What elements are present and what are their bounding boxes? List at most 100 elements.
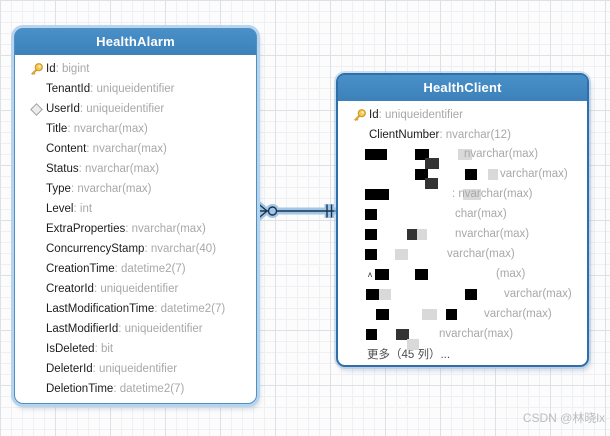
column-row-lastmodifierid: LastModifierId: uniqueidentifier	[15, 319, 256, 339]
column-row-redacted: varchar(max)	[338, 165, 587, 189]
column-name: Title	[46, 123, 68, 135]
crow-foot-many-icon	[257, 202, 269, 220]
column-type: : int	[73, 203, 93, 215]
column-name: TenantId	[46, 83, 91, 95]
column-row-lastmodificationtime: LastModificationTime: datetime2(7)	[15, 299, 256, 319]
column-type: varchar(max)	[447, 248, 515, 260]
redaction-box	[425, 178, 438, 189]
column-name: LastModifierId	[46, 323, 119, 335]
column-type: : uniqueidentifier	[92, 363, 178, 375]
connector-line	[257, 202, 336, 220]
redaction-box	[458, 149, 472, 160]
column-row-redacted: nvarchar(max)	[338, 325, 587, 350]
column-name: LastModificationTime	[46, 303, 155, 315]
more-columns-expander[interactable]: 更多（45 列）...	[367, 349, 451, 361]
column-name: CreationTime	[46, 263, 115, 275]
column-row-content: Content: nvarchar(max)	[15, 139, 256, 159]
column-row-redacted: varchar(max)	[338, 245, 587, 265]
column-type: char(max)	[455, 208, 507, 220]
column-row-status: Status: nvarchar(max)	[15, 159, 256, 179]
redaction-box	[463, 189, 481, 200]
column-type: : nvarchar(max)	[78, 163, 160, 175]
column-name: ClientNumber	[369, 129, 440, 141]
column-type: : nvarchar(max)	[125, 223, 206, 235]
redaction-box	[365, 189, 389, 200]
table-title-healthalarm[interactable]: HealthAlarm	[15, 29, 256, 55]
redaction-box	[365, 229, 377, 240]
column-type: : datetime2(7)	[113, 383, 185, 395]
column-row-creationtime: CreationTime: datetime2(7)	[15, 259, 256, 279]
redaction-box	[488, 169, 498, 180]
redaction-box	[366, 289, 379, 300]
column-name: Status	[46, 163, 79, 175]
column-type: varchar(max)	[504, 288, 572, 300]
redaction-box	[407, 339, 419, 350]
column-type: : bit	[94, 343, 114, 355]
column-row-userid: UserId: uniqueidentifier	[15, 99, 256, 119]
column-name: ExtraProperties	[46, 223, 126, 235]
redaction-box	[379, 289, 391, 300]
column-row-redacted: char(max)	[338, 205, 587, 225]
column-row-extraproperties: ExtraProperties: nvarchar(max)	[15, 219, 256, 239]
redaction-box	[365, 149, 387, 160]
column-type: varchar(max)	[500, 168, 568, 180]
column-type: : uniqueidentifier	[79, 103, 165, 115]
column-name: ConcurrencyStamp	[46, 243, 145, 255]
redaction-box	[407, 229, 417, 240]
redaction-box	[425, 158, 439, 169]
column-row-tenantid: TenantId: uniqueidentifier	[15, 79, 256, 99]
redaction-box	[366, 329, 377, 340]
column-type: : uniqueidentifier	[378, 109, 463, 121]
column-name: Level	[46, 203, 74, 215]
redaction-box	[415, 269, 428, 280]
redacted-name-fragment: ʌ	[368, 270, 372, 279]
column-row-type: Type: nvarchar(max)	[15, 179, 256, 199]
column-type: : nvarchar(40)	[144, 243, 217, 255]
column-type: : nvarchar(max)	[67, 123, 148, 135]
column-row-redacted: : nvarchar(max)	[338, 185, 587, 205]
column-type: nvarchar(max)	[455, 228, 530, 240]
column-name: Id	[369, 109, 379, 121]
column-row-redacted: nvarchar(max)	[338, 225, 587, 245]
column-name: UserId	[46, 103, 80, 115]
column-name: IsDeleted	[46, 343, 95, 355]
column-type: : nvarchar(12)	[439, 129, 511, 141]
watermark: CSDN @林晓lx	[522, 411, 605, 425]
column-row-concurrencystamp: ConcurrencyStamp: nvarchar(40)	[15, 239, 256, 259]
redaction-box	[365, 209, 377, 220]
primary-key-icon	[26, 62, 46, 77]
column-name: CreatorId	[46, 283, 94, 295]
column-type: : datetime2(7)	[114, 263, 186, 275]
table-title-healthclient[interactable]: HealthClient	[338, 75, 587, 101]
column-name: Type	[46, 183, 71, 195]
column-row-level: Level: int	[15, 199, 256, 219]
column-type: : nvarchar(max)	[452, 188, 533, 200]
column-type: : uniqueidentifier	[93, 283, 179, 295]
column-row-id: Id: uniqueidentifier	[338, 105, 587, 125]
column-type: : uniqueidentifier	[118, 323, 203, 335]
primary-key-icon	[349, 108, 369, 123]
redaction-box	[376, 309, 389, 320]
column-name: Content	[46, 143, 87, 155]
column-row-clientnumber: ClientNumber: nvarchar(12)	[338, 125, 587, 145]
column-name: DeleterId	[46, 363, 93, 375]
column-type: : bigint	[55, 63, 90, 75]
diamond-icon	[26, 102, 46, 116]
column-type: : nvarchar(max)	[70, 183, 152, 195]
redaction-box	[417, 229, 427, 240]
column-row-redacted: varchar(max)	[338, 285, 587, 305]
column-row-isdeleted: IsDeleted: bit	[15, 339, 256, 359]
redaction-box	[396, 329, 409, 340]
redaction-box	[422, 309, 437, 320]
redaction-box	[375, 269, 389, 280]
column-type: varchar(max)	[484, 308, 552, 320]
redaction-box	[365, 249, 377, 260]
one-bars-icon	[326, 204, 333, 218]
column-type: : uniqueidentifier	[90, 83, 175, 95]
